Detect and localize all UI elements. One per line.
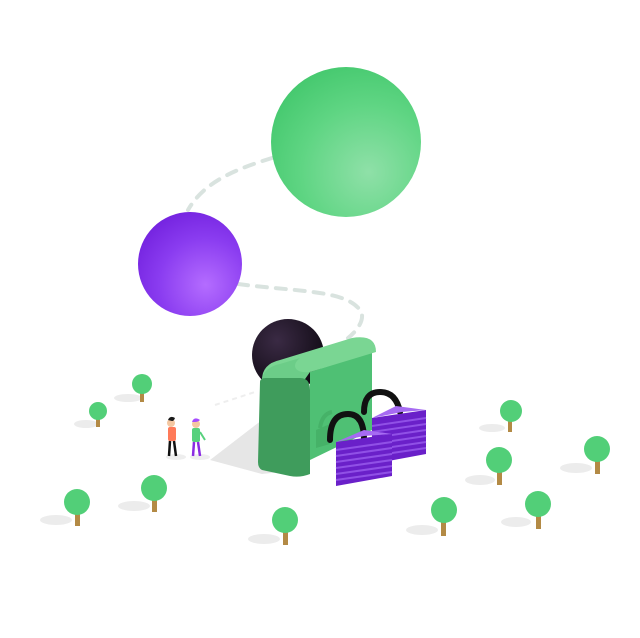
green-orb-icon <box>271 67 421 217</box>
purple-orb-icon <box>138 212 242 316</box>
person-icon <box>166 416 186 460</box>
dashed-connector-mid <box>236 282 365 340</box>
padlock-stack-icon <box>327 388 427 486</box>
dashed-ground-line <box>214 391 256 406</box>
tree-icon <box>501 491 551 529</box>
tree-icon <box>118 475 167 512</box>
tree-icon <box>479 400 522 432</box>
tree-icon <box>248 507 298 545</box>
dashed-connector-top <box>186 156 274 212</box>
tree-icon <box>560 436 610 474</box>
tree-icon <box>465 447 512 485</box>
tree-icon <box>114 374 152 402</box>
green-building-icon <box>258 337 376 477</box>
tree-icon <box>40 489 90 526</box>
person-icon <box>190 418 210 460</box>
tree-icon <box>406 497 457 536</box>
tree-icon <box>74 402 107 428</box>
